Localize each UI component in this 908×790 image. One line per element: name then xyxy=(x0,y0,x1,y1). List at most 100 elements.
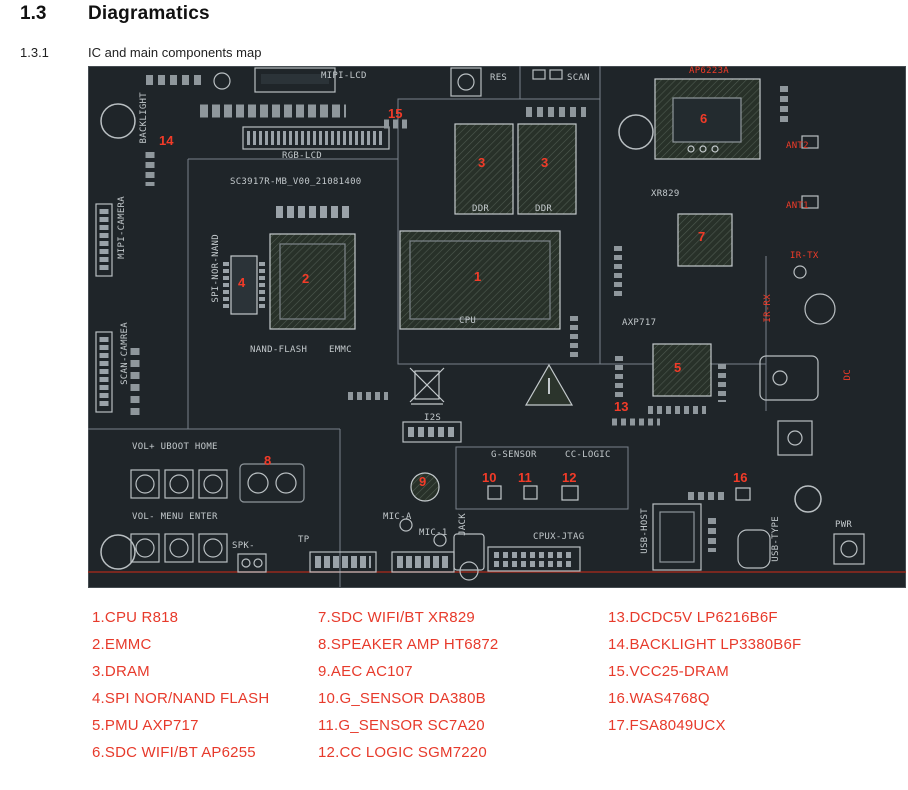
component-number: 7 xyxy=(698,229,706,244)
button-home xyxy=(198,469,228,499)
silkscreen-label: NAND-FLASH xyxy=(250,345,308,355)
component-number: 9 xyxy=(419,474,427,489)
button-menu xyxy=(164,533,194,563)
subsection-title: IC and main components map xyxy=(88,45,262,60)
usb-host-connector xyxy=(652,503,702,571)
pcb-diagram: MIPI-LCD RGB-LCD RES SCAN SC3917R-MB_V00_210… xyxy=(88,66,906,588)
connectors xyxy=(95,67,865,581)
silkscreen-label: SCAN xyxy=(567,73,590,83)
silkscreen-label: PWR xyxy=(835,520,853,530)
section-title: Diagramatics xyxy=(88,3,210,24)
component-number: 1 xyxy=(474,269,482,284)
legend-item: 13.DCDC5V LP6216B6F xyxy=(608,609,778,626)
mipi-camera-connector xyxy=(95,203,113,277)
ddr-chip-2 xyxy=(517,123,577,215)
component-number: 12 xyxy=(562,470,577,485)
dc-jack xyxy=(759,355,819,401)
silkscreen-label: RGB-LCD xyxy=(282,151,323,161)
legend-item: 9.AEC AC107 xyxy=(318,663,413,680)
board-red-label: IR-RX xyxy=(763,294,773,323)
silkscreen-label: RES xyxy=(490,73,508,83)
silkscreen-label: USB-HOST xyxy=(640,508,650,554)
legend-item: 14.BACKLIGHT LP3380B6F xyxy=(608,636,802,653)
ant1-pad xyxy=(801,195,819,209)
speaker-amp-area xyxy=(239,463,305,503)
reset-button xyxy=(450,67,482,97)
ddr-chip-1 xyxy=(454,123,514,215)
symbols xyxy=(409,363,574,406)
ant2-pad xyxy=(801,135,819,149)
silkscreen-label: MIPI-LCD xyxy=(321,71,367,81)
legend-item: 7.SDC WIFI/BT XR829 xyxy=(318,609,475,626)
silkscreen-label: SC3917R-MB_V00_21081400 xyxy=(230,177,362,187)
component-number: 5 xyxy=(674,360,682,375)
aec-chip-ac107 xyxy=(410,472,440,502)
silkscreen-label: AXP717 xyxy=(622,318,657,328)
wifi-chip-xr829 xyxy=(677,213,733,267)
audio-jack xyxy=(453,533,485,571)
board-red-label: IR-TX xyxy=(790,251,819,261)
spk-connector xyxy=(237,553,267,573)
silkscreen-label: DDR xyxy=(535,204,553,214)
silkscreen-label: VOL- MENU ENTER xyxy=(132,512,218,522)
button-vol-plus xyxy=(130,469,160,499)
component-number: 14 xyxy=(159,133,174,148)
section-number: 1.3 xyxy=(20,3,47,24)
legend-item: 3.DRAM xyxy=(92,663,150,680)
backlight-inductor xyxy=(213,72,231,90)
component-number: 8 xyxy=(264,453,272,468)
component-number: 13 xyxy=(614,399,629,414)
component-number: 3 xyxy=(478,155,486,170)
subsection-number: 1.3.1 xyxy=(20,45,49,60)
silkscreen-label: JACK xyxy=(458,513,468,536)
cclogic-chip xyxy=(561,485,579,501)
silkscreen-label: MIPI-CAMERA xyxy=(117,196,127,259)
mounting-holes xyxy=(100,103,822,570)
power-button xyxy=(833,533,865,565)
board-red-label: ANT1 xyxy=(786,201,809,211)
legend-column-3: 13.DCDC5V LP6216B6F 14.BACKLIGHT LP3380B6… xyxy=(608,604,801,739)
was4768q-chip xyxy=(735,487,751,501)
scan-camera-connector xyxy=(95,331,113,413)
legend-item: 15.VCC25-DRAM xyxy=(608,663,729,680)
button-enter xyxy=(198,533,228,563)
component-number: 16 xyxy=(733,470,748,485)
pmu-chip-axp717 xyxy=(652,343,712,397)
i2s-connector xyxy=(402,421,462,443)
silkscreen-label: SPI-NOR-NAND xyxy=(211,234,221,303)
legend-item: 11.G_SENSOR SC7A20 xyxy=(318,717,485,734)
legend-item: 6.SDC WIFI/BT AP6255 xyxy=(92,744,256,761)
silkscreen-label: I2S xyxy=(424,413,442,423)
silkscreen-label: VOL+ UBOOT HOME xyxy=(132,442,218,452)
silkscreen-label: G-SENSOR xyxy=(491,450,537,460)
subsection-heading: 1.3.1 IC and main components map xyxy=(20,44,261,62)
mic-1 xyxy=(433,533,447,547)
legend-item: 2.EMMC xyxy=(92,636,152,653)
mipi-lcd-connector xyxy=(254,67,336,93)
legend-item: 4.SPI NOR/NAND FLASH xyxy=(92,690,270,707)
silkscreen-label: TP xyxy=(298,535,310,545)
board-red-label: AP6223A xyxy=(689,66,730,76)
legend-item: 10.G_SENSOR DA380B xyxy=(318,690,486,707)
legend-item: 16.WAS4768Q xyxy=(608,690,710,707)
silkscreen-label: MIC-A xyxy=(383,512,412,522)
silkscreen-label: DDR xyxy=(472,204,490,214)
gsensor-chip-1 xyxy=(487,485,502,500)
silkscreen-label: SCAN-CAMREA xyxy=(120,322,130,385)
component-number: 10 xyxy=(482,470,497,485)
usb-typec-connector xyxy=(737,529,771,569)
button-vol-minus xyxy=(130,533,160,563)
silkscreen-label: MIC-1 xyxy=(419,528,448,538)
section-dividers xyxy=(88,66,767,587)
cpu-chip xyxy=(399,230,561,330)
component-number: 6 xyxy=(700,111,708,126)
board-outline xyxy=(88,66,906,588)
board-label-layer: MIPI-LCD RGB-LCD RES SCAN SC3917R-MB_V00_210… xyxy=(88,66,906,588)
component-number: 2 xyxy=(302,271,310,286)
silkscreen-label: EMMC xyxy=(329,345,352,355)
silkscreen-label: CPU xyxy=(459,316,477,326)
board-red-label: ANT2 xyxy=(786,141,809,151)
